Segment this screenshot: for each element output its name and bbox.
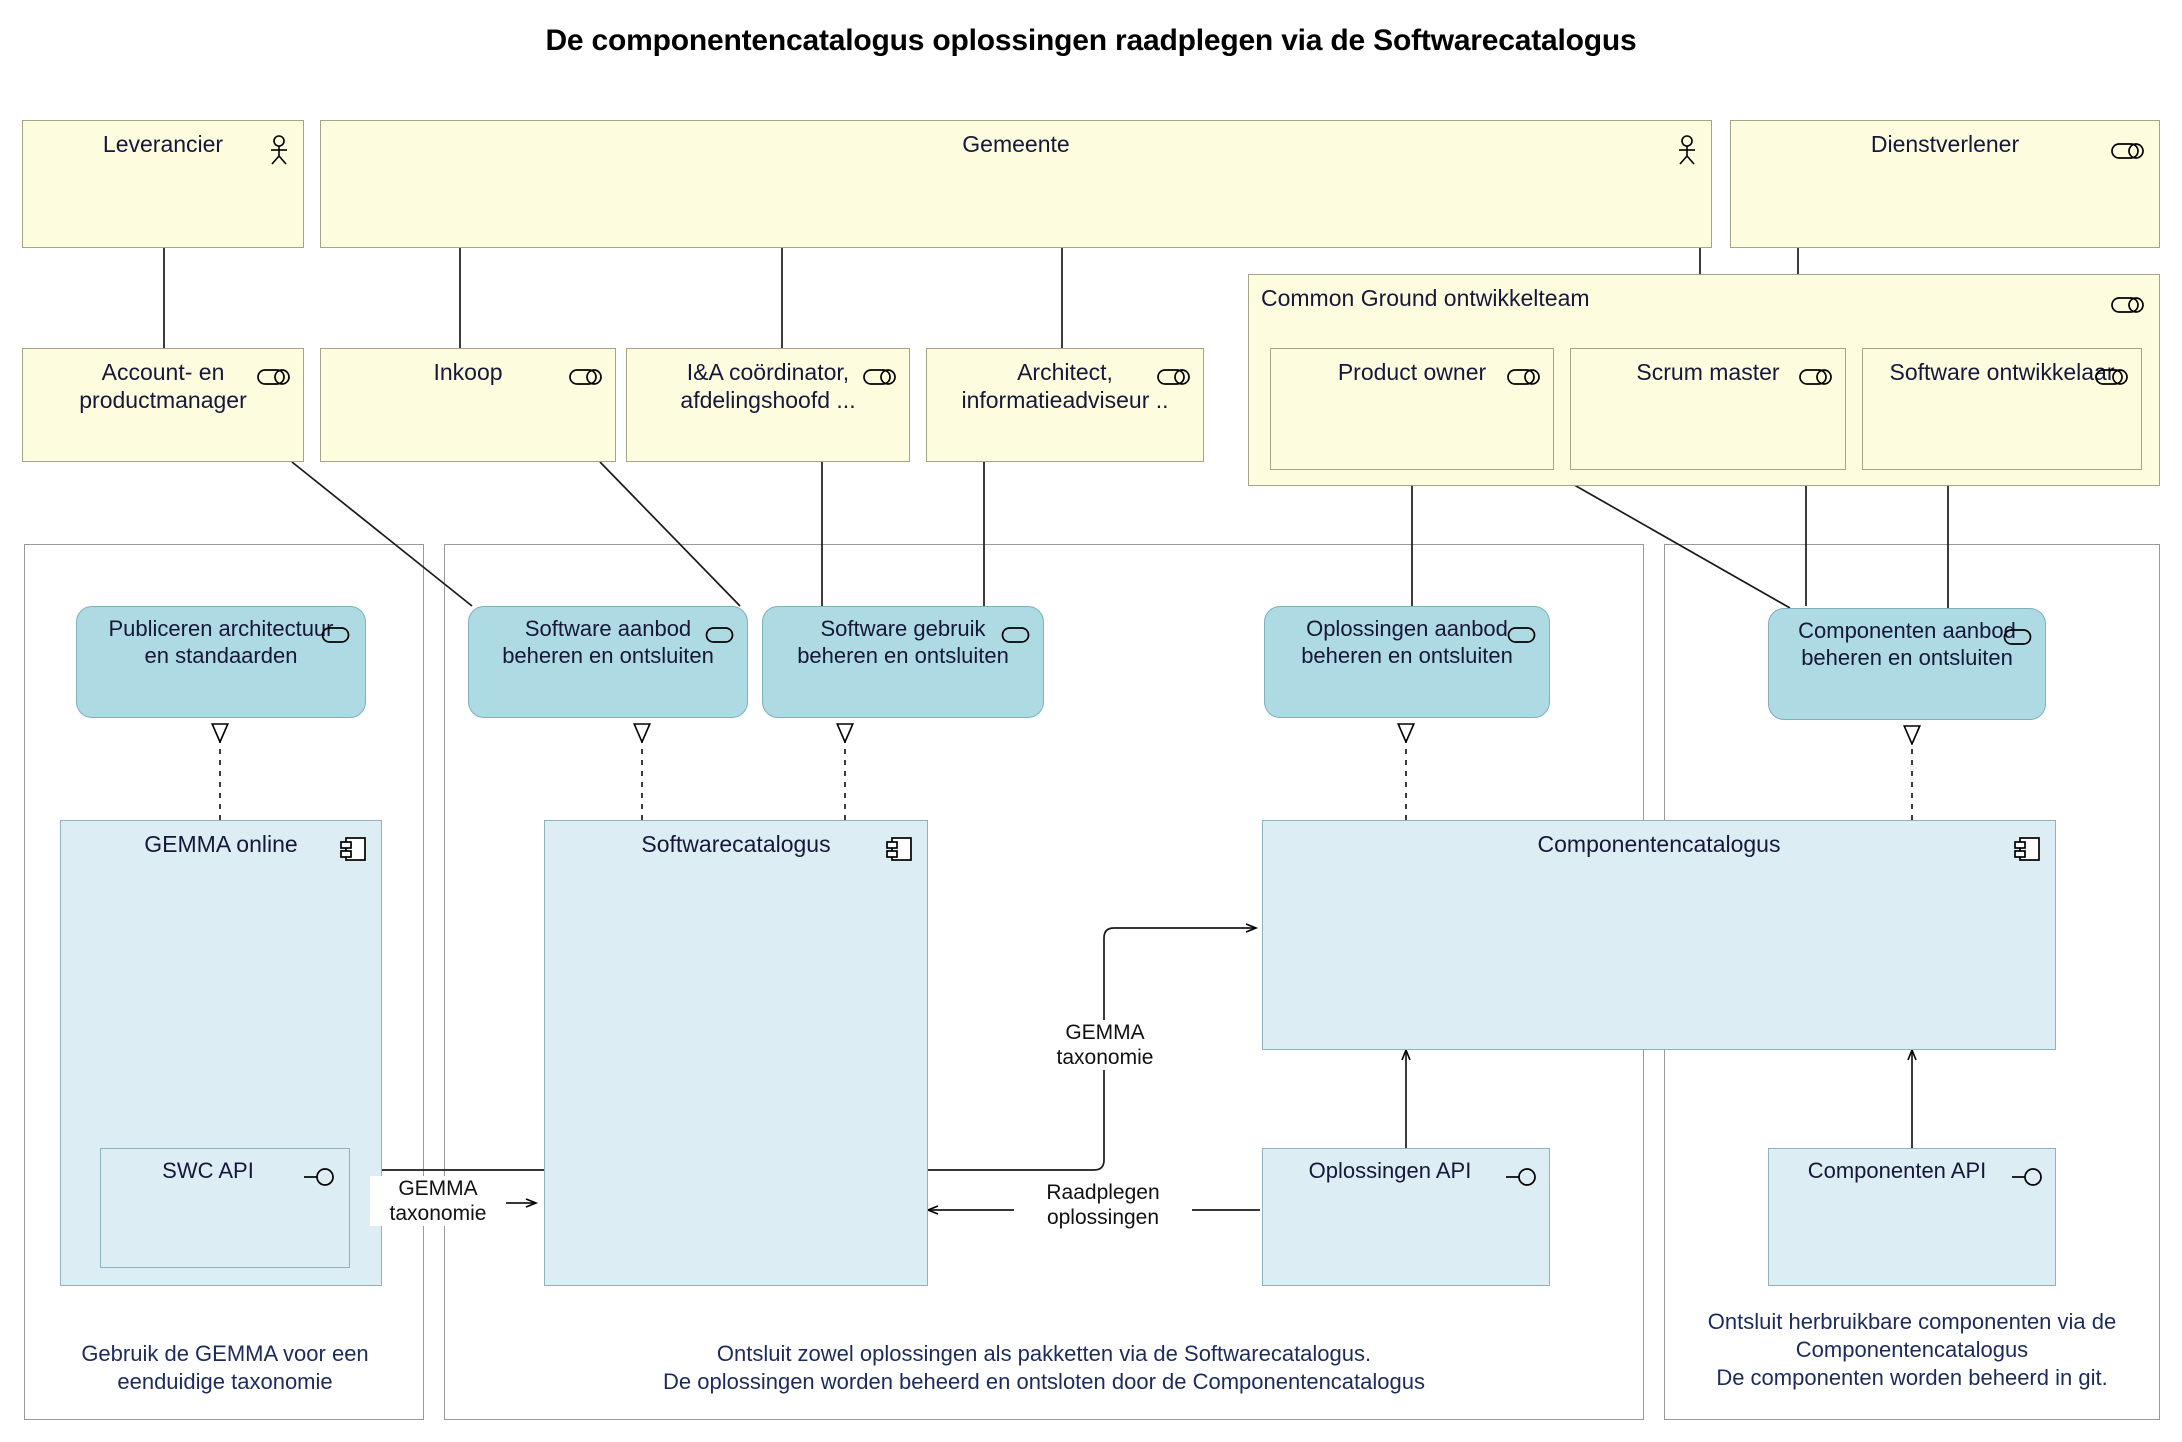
business-role-ia-coordinator-label: I&A coördinator, afdelingshoofd ... xyxy=(680,359,856,414)
application-service-publiceren-architectuur-label: Publiceren architectuur en standaarden xyxy=(108,616,334,668)
business-actor-gemeente-label: Gemeente xyxy=(962,131,1070,157)
application-interface-componenten-api[interactable]: Componenten API xyxy=(1768,1148,2056,1286)
business-role-inkoop-label: Inkoop xyxy=(433,359,503,385)
application-service-software-aanbod-label: Software aanbod beheren en ontsluiten xyxy=(502,616,714,668)
business-actor-icon xyxy=(267,135,291,165)
application-component-componentencatalogus[interactable]: Componentencatalogus xyxy=(1262,820,2056,1050)
application-service-oplossingen-aanbod-label: Oplossingen aanbod beheren en ontsluiten xyxy=(1301,616,1513,668)
business-role-architect[interactable]: Architect, informatieadviseur .. xyxy=(926,348,1204,462)
application-service-publiceren-architectuur[interactable]: Publiceren architectuur en standaarden xyxy=(76,606,366,718)
caption-gemma-online-group: Gebruik de GEMMA voor een eenduidige tax… xyxy=(81,1341,369,1395)
business-role-product-owner[interactable]: Product owner xyxy=(1270,348,1554,470)
application-interface-oplossingen-api[interactable]: Oplossingen API xyxy=(1262,1148,1550,1286)
application-interface-componenten-api-label: Componenten API xyxy=(1807,1158,1987,1183)
application-interface-oplossingen-api-label: Oplossingen API xyxy=(1308,1158,1472,1183)
application-service-software-gebruik[interactable]: Software gebruik beheren en ontsluiten xyxy=(762,606,1044,718)
application-service-icon xyxy=(321,625,351,645)
common-ground-ontwikkelteam-label: Common Ground ontwikkelteam xyxy=(1261,285,1590,311)
flow-label-gemma-taxonomie-left: GEMMA taxonomie xyxy=(370,1176,506,1227)
business-role-account-en-productmanager[interactable]: Account- en productmanager xyxy=(22,348,304,462)
business-role-architect-label: Architect, informatieadviseur .. xyxy=(961,359,1169,414)
business-role-icon xyxy=(2111,141,2145,161)
business-role-icon xyxy=(1799,367,1833,387)
caption-componentencatalogus-group: Ontsluit herbruikbare componenten via de… xyxy=(1707,1309,2117,1391)
business-actor-gemeente[interactable]: Gemeente xyxy=(320,120,1712,248)
caption-softwarecatalogus-group: Ontsluit zowel oplossingen als pakketten… xyxy=(663,1341,1425,1395)
business-role-account-en-productmanager-label: Account- en productmanager xyxy=(79,359,247,414)
application-service-software-gebruik-label: Software gebruik beheren en ontsluiten xyxy=(797,616,1009,668)
application-service-icon xyxy=(1001,625,1031,645)
flow-label-raadplegen-oplossingen: Raadplegen oplossingen xyxy=(1014,1180,1192,1231)
business-role-software-ontwikkelaar[interactable]: Software ontwikkelaar xyxy=(1862,348,2142,470)
application-component-gemma-online-label: GEMMA online xyxy=(144,831,298,857)
application-service-icon xyxy=(705,625,735,645)
business-role-icon xyxy=(863,367,897,387)
application-service-software-aanbod[interactable]: Software aanbod beheren en ontsluiten xyxy=(468,606,748,718)
application-interface-swc-api[interactable]: SWC API xyxy=(100,1148,350,1268)
business-role-product-owner-label: Product owner xyxy=(1337,359,1487,385)
business-role-icon xyxy=(1507,367,1541,387)
application-service-icon xyxy=(1507,625,1537,645)
application-interface-swc-api-label: SWC API xyxy=(162,1158,254,1183)
application-component-softwarecatalogus[interactable]: Softwarecatalogus xyxy=(544,820,928,1286)
business-actor-leverancier-label: Leverancier xyxy=(102,131,224,157)
application-component-softwarecatalogus-label: Softwarecatalogus xyxy=(641,831,831,857)
business-role-icon xyxy=(257,367,291,387)
business-actor-leverancier[interactable]: Leverancier xyxy=(22,120,304,248)
application-component-icon xyxy=(339,835,367,863)
application-interface-icon xyxy=(303,1167,337,1187)
business-role-inkoop[interactable]: Inkoop xyxy=(320,348,616,462)
business-role-scrum-master-label: Scrum master xyxy=(1636,359,1780,385)
application-interface-icon xyxy=(2011,1167,2045,1187)
application-service-oplossingen-aanbod[interactable]: Oplossingen aanbod beheren en ontsluiten xyxy=(1264,606,1550,718)
business-role-icon xyxy=(569,367,603,387)
application-component-icon xyxy=(2013,835,2041,863)
application-interface-icon xyxy=(1505,1167,1539,1187)
business-role-icon xyxy=(2111,295,2145,315)
application-service-icon xyxy=(2003,627,2033,647)
application-service-componenten-aanbod-label: Componenten aanbod beheren en ontsluiten xyxy=(1798,618,2016,670)
page-title: De componentencatalogus oplossingen raad… xyxy=(545,24,1637,57)
business-role-dienstverlener[interactable]: Dienstverlener xyxy=(1730,120,2160,248)
flow-label-gemma-taxonomie-right: GEMMA taxonomie xyxy=(1020,1020,1190,1071)
business-role-ia-coordinator[interactable]: I&A coördinator, afdelingshoofd ... xyxy=(626,348,910,462)
business-actor-icon xyxy=(1675,135,1699,165)
application-component-componentencatalogus-label: Componentencatalogus xyxy=(1537,831,1781,857)
business-role-icon xyxy=(2095,367,2129,387)
business-role-dienstverlener-label: Dienstverlener xyxy=(1870,131,2020,157)
business-role-scrum-master[interactable]: Scrum master xyxy=(1570,348,1846,470)
business-role-software-ontwikkelaar-label: Software ontwikkelaar xyxy=(1889,359,2115,385)
application-component-icon xyxy=(885,835,913,863)
application-service-componenten-aanbod[interactable]: Componenten aanbod beheren en ontsluiten xyxy=(1768,608,2046,720)
business-role-icon xyxy=(1157,367,1191,387)
